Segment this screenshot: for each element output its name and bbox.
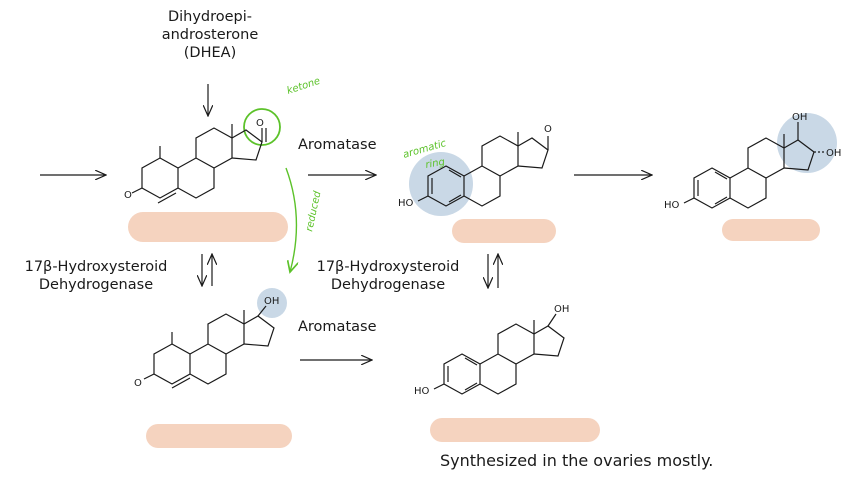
o-testosterone-label: O xyxy=(134,378,142,389)
reduced-annotation: reduced xyxy=(304,190,323,233)
molecule-estriol: OH OH HO xyxy=(664,112,841,211)
ring-annotation: ring xyxy=(425,157,446,171)
ho-estrone-label: HO xyxy=(398,198,414,209)
o-enone-label: O xyxy=(124,190,132,201)
aromatase-bottom-label: Aromatase xyxy=(298,319,377,335)
hsd-mid-line2: Dehydrogenase xyxy=(330,277,446,293)
oh-17-highlight xyxy=(257,288,287,318)
redaction-bar-3 xyxy=(722,219,820,241)
ho-estradiol-label: HO xyxy=(414,386,430,397)
diol-highlight xyxy=(777,113,837,173)
oh-17-estriol-label: OH xyxy=(792,112,807,123)
molecule-androstenedione: O O xyxy=(124,118,267,204)
redaction-bar-1 xyxy=(128,212,288,242)
oh-testosterone-label: OH xyxy=(264,296,279,307)
footer-note: Synthesized in the ovaries mostly. xyxy=(440,451,714,470)
dhea-label-line2: androsterone xyxy=(161,27,259,43)
hsd-left-line1: 17β-Hydroxysteroid xyxy=(24,259,168,275)
oh-16-estriol-label: OH xyxy=(826,148,841,159)
ketone-annotation: ketone xyxy=(286,76,322,97)
molecule-estrone: O HO xyxy=(398,124,552,209)
redaction-bar-5 xyxy=(430,418,600,442)
hsd-left-line2: Dehydrogenase xyxy=(38,277,154,293)
molecule-estradiol: OH HO xyxy=(414,304,569,397)
aromatase-top-label: Aromatase xyxy=(298,137,377,153)
hsd-mid-label: 17β-Hydroxysteroid Dehydrogenase xyxy=(298,258,478,294)
hsd-mid-line1: 17β-Hydroxysteroid xyxy=(316,259,460,275)
equilibrium-arrows-mid xyxy=(488,254,498,288)
o-ketone-label: O xyxy=(256,118,264,129)
oh-estradiol-label: OH xyxy=(554,304,569,315)
dhea-label-line3: (DHEA) xyxy=(183,45,237,61)
redaction-bar-4 xyxy=(146,424,292,448)
dhea-label-line1: Dihydroepi- xyxy=(167,9,253,25)
ketone-circle-annotation xyxy=(243,108,281,146)
reduced-arrow xyxy=(285,167,296,272)
equilibrium-arrows-left xyxy=(202,254,212,286)
molecule-testosterone: OH O xyxy=(134,296,279,389)
hsd-left-label: 17β-Hydroxysteroid Dehydrogenase xyxy=(6,258,186,294)
redaction-bar-2 xyxy=(452,219,556,243)
ho-estriol-label: HO xyxy=(664,200,680,211)
dhea-label: Dihydroepi- androsterone (DHEA) xyxy=(150,8,270,62)
o-ketone-estrone-label: O xyxy=(544,124,552,135)
